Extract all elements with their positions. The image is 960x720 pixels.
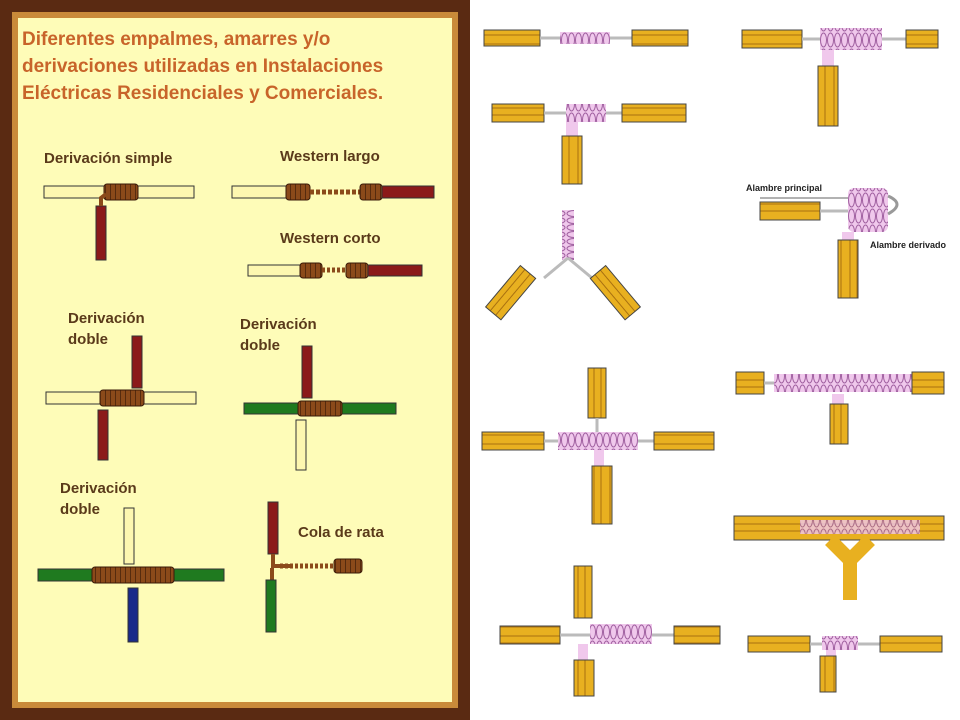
label-western-corto: Western corto xyxy=(280,230,381,247)
label-derivacion-simple: Derivación simple xyxy=(44,150,173,167)
label-derivacion-doble-3: Derivación doble xyxy=(60,480,137,518)
panel-face xyxy=(18,18,452,702)
coil xyxy=(99,389,145,407)
cream-wire xyxy=(43,185,105,199)
cream-wire xyxy=(143,391,197,405)
brown-wire xyxy=(95,205,107,261)
label-alambre-principal: Alambre principal xyxy=(746,183,822,193)
brown-wire xyxy=(367,264,423,277)
diagram-derivacion-doble-3 xyxy=(37,507,225,643)
coil xyxy=(91,566,175,584)
label-alambre-derivado: Alambre derivado xyxy=(870,240,947,250)
label-derivacion-doble-1: Derivación doble xyxy=(68,310,145,348)
illus-labeled-tap: Alambre principal Alambre derivado xyxy=(746,183,947,299)
coil xyxy=(345,262,369,279)
diagram-derivacion-doble-2 xyxy=(243,345,397,471)
brown-wire xyxy=(381,185,435,199)
cream-wire xyxy=(231,185,287,199)
label-western-largo: Western largo xyxy=(280,148,380,165)
diagram-cola-de-rata xyxy=(265,501,363,633)
blue-wire xyxy=(127,587,139,643)
illus-y-tap xyxy=(733,515,945,600)
cream-wire xyxy=(137,185,195,199)
cream-wire xyxy=(123,507,135,565)
panel-border xyxy=(12,12,458,708)
label-derivacion-doble-2: Derivación doble xyxy=(240,316,317,354)
cream-wire xyxy=(45,391,101,405)
coil xyxy=(333,558,363,574)
diagram-western-corto xyxy=(247,262,423,279)
brown-wire xyxy=(131,335,143,389)
green-wire xyxy=(243,402,299,415)
illus-t-tap-2 xyxy=(499,565,721,697)
right-illustrations: Alambre principal Alambre derivado xyxy=(481,28,947,697)
coil xyxy=(359,183,383,201)
left-diagrams xyxy=(37,183,435,643)
illus-t-tap-3 xyxy=(741,28,939,127)
diagram-western-largo xyxy=(231,183,435,201)
illus-cross-tap xyxy=(481,367,715,525)
label-cola-de-rata: Cola de rata xyxy=(298,524,384,541)
diagram-derivacion-doble-1 xyxy=(45,335,197,461)
brown-wire xyxy=(267,501,279,555)
coil xyxy=(285,183,311,201)
illus-straight-splice-1 xyxy=(483,29,689,47)
coil xyxy=(297,400,343,417)
coil xyxy=(103,183,139,201)
green-wire xyxy=(265,579,277,633)
illus-small-tap xyxy=(747,635,943,693)
illus-pigtail-y xyxy=(484,210,642,321)
brown-wire xyxy=(97,409,109,461)
green-wire xyxy=(341,402,397,415)
coil xyxy=(299,262,323,279)
page-title: Diferentes empalmes, amarres y/o derivac… xyxy=(22,29,384,104)
brown-wire xyxy=(301,345,313,399)
diagram-derivacion-simple xyxy=(43,183,195,261)
green-wire xyxy=(173,568,225,582)
cream-wire xyxy=(247,264,301,277)
left-panel-frame xyxy=(0,0,470,720)
illus-long-wrap-tap xyxy=(735,371,945,445)
illus-t-tap-1 xyxy=(491,103,687,185)
cream-wire xyxy=(295,419,307,471)
green-wire xyxy=(37,568,93,582)
